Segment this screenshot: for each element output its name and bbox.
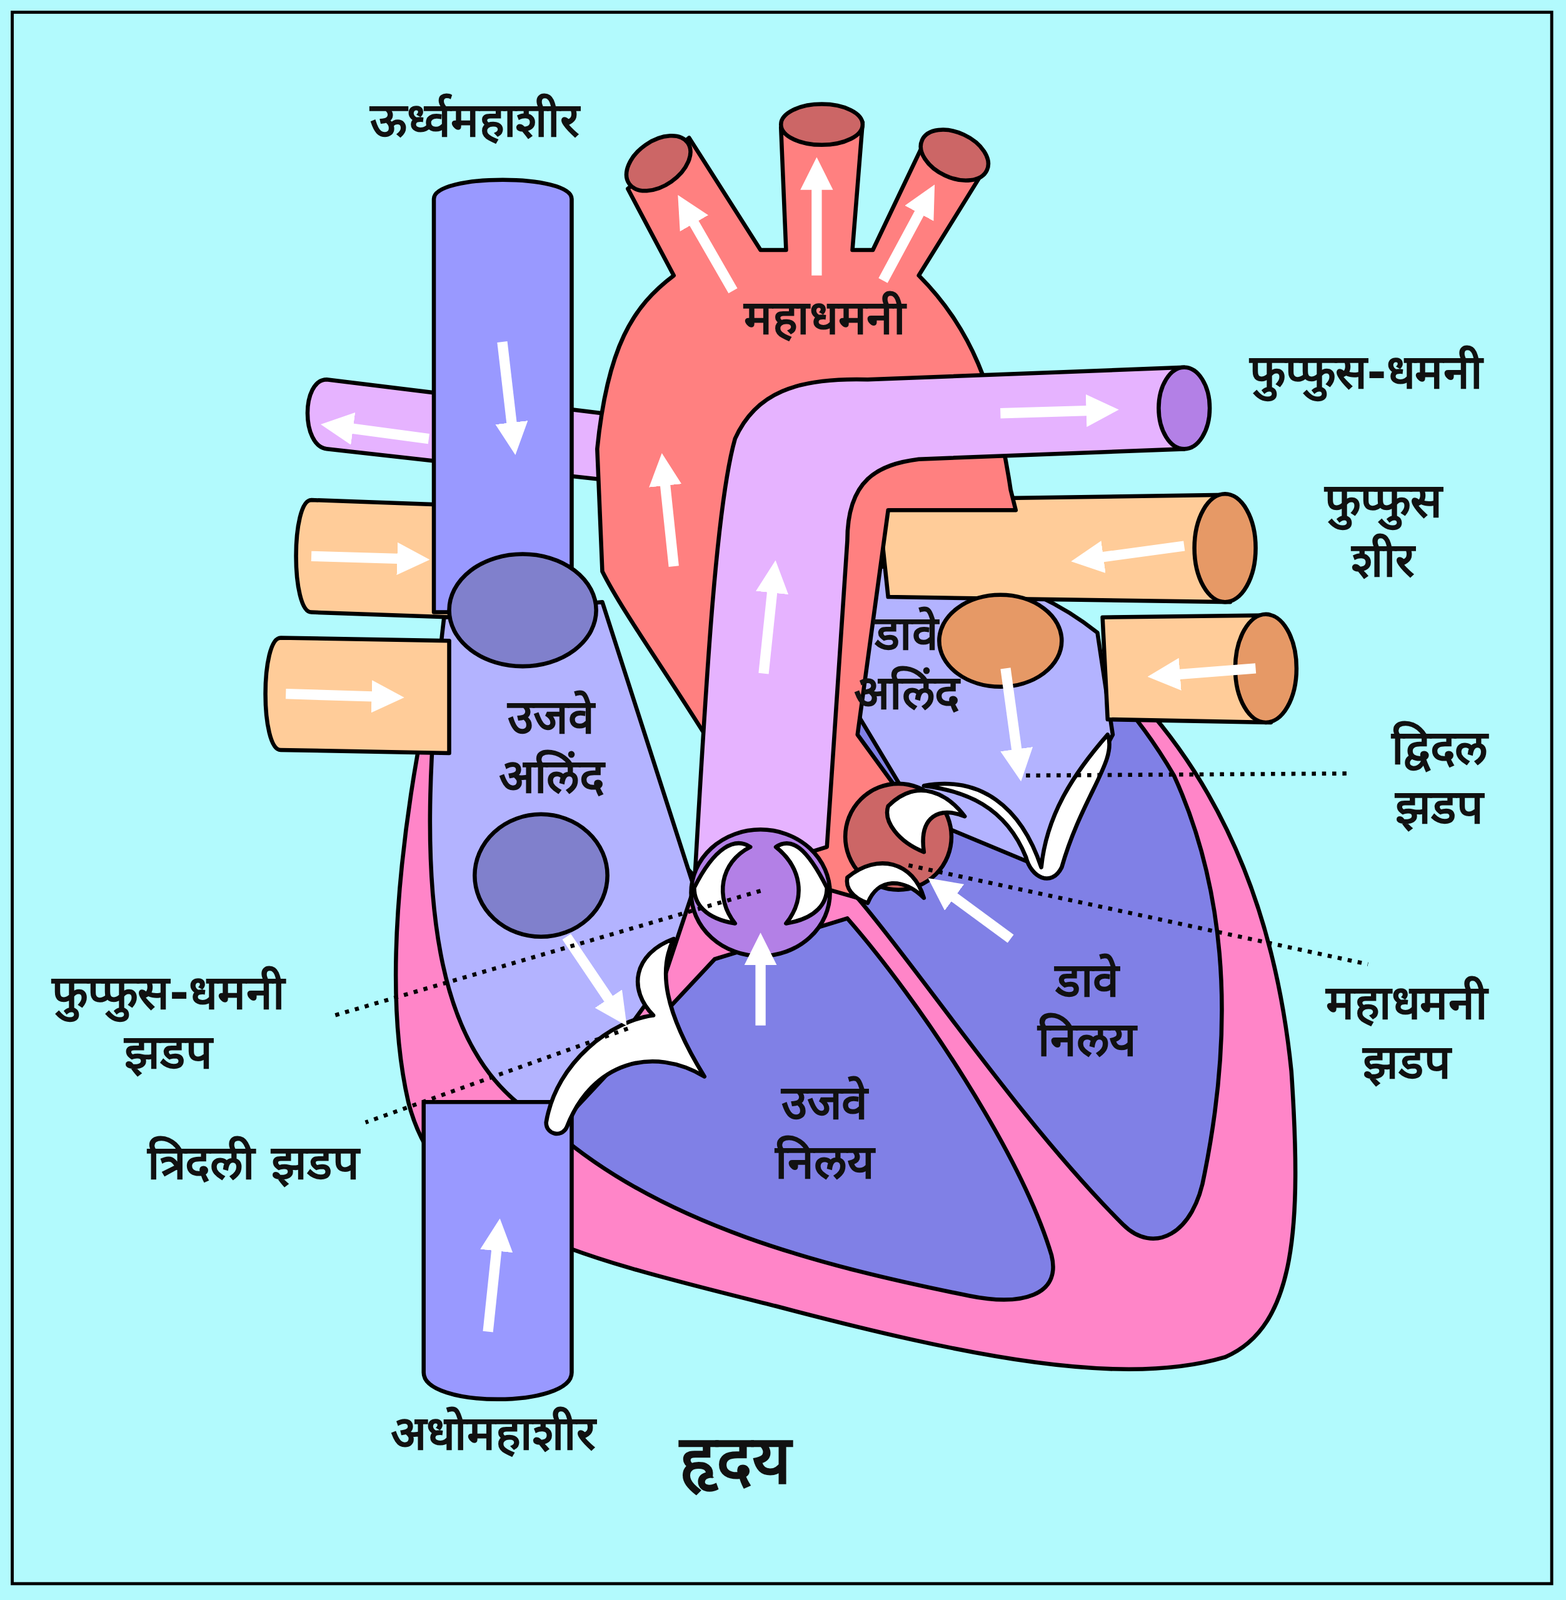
flow-arrow — [1087, 545, 1185, 559]
pulmonary-artery — [1158, 367, 1210, 450]
part-label: फुप्फुस शीर — [1321, 471, 1446, 590]
vena-cava — [423, 1102, 573, 1400]
flow-arrow — [1005, 668, 1019, 766]
part-label: महाधमनी झडप — [1322, 973, 1491, 1092]
part-label: महाधमनी — [743, 288, 906, 348]
leader-line — [335, 773, 1369, 1123]
flow-arrow — [1000, 410, 1103, 414]
flow-arrow — [566, 937, 618, 1013]
part-label: ऊर्ध्वमहाशीर — [370, 91, 580, 151]
pulmonary-vein — [1194, 493, 1256, 603]
valve — [775, 843, 828, 924]
part-label: उजवे अलिंद — [495, 688, 608, 806]
flow-arrow — [285, 693, 388, 698]
frame — [12, 12, 1553, 1585]
flow-arrow — [311, 556, 414, 560]
aorta — [780, 104, 863, 146]
part-label: द्विदल झडप — [1388, 718, 1491, 837]
flow-arrow — [763, 576, 774, 674]
part-label: डावे निलय — [1034, 951, 1140, 1070]
leader-line — [365, 1028, 629, 1123]
valve — [693, 843, 751, 924]
part-label: फुप्फुस-धमनी — [1249, 343, 1483, 402]
valve — [887, 790, 965, 853]
pulmonary-artery — [691, 367, 1211, 957]
valve — [546, 735, 1110, 1135]
valve — [847, 863, 924, 903]
valve — [546, 938, 705, 1135]
aorta — [912, 119, 997, 191]
flow-arrow — [336, 426, 429, 439]
flow-arrow — [663, 469, 674, 567]
pulmonary-vein — [296, 500, 455, 618]
pulmonary-vein — [265, 637, 450, 753]
flow-arrow — [685, 209, 733, 292]
vena-cava — [423, 180, 608, 1400]
diagram-title: हृदय — [679, 1419, 791, 1505]
flow-arrow — [501, 341, 514, 439]
aorta — [616, 124, 701, 202]
part-label: डावे अलिंद — [850, 604, 963, 723]
flow-arrow — [755, 948, 766, 1026]
flow-arrow — [811, 173, 822, 276]
vena-cava — [433, 180, 572, 613]
flow-arrow — [883, 198, 928, 281]
flow-arrow — [941, 887, 1011, 939]
flow-arrow — [1164, 668, 1256, 676]
leader-line — [908, 865, 1368, 964]
part-label: उजवे निलय — [772, 1074, 878, 1192]
flow-arrow — [285, 173, 1256, 1333]
vena-cava — [449, 554, 597, 668]
leader-line — [1025, 773, 1350, 776]
vena-cava — [474, 814, 608, 938]
part-label: अधोमहाशीर — [390, 1404, 596, 1464]
leader-line — [335, 890, 761, 1016]
part-label: फुप्फुस-धमनी झडप — [48, 963, 288, 1082]
part-label: त्रिदली झडप — [147, 1134, 359, 1193]
pulmonary-artery — [693, 367, 1185, 889]
flow-arrow — [488, 1235, 499, 1333]
